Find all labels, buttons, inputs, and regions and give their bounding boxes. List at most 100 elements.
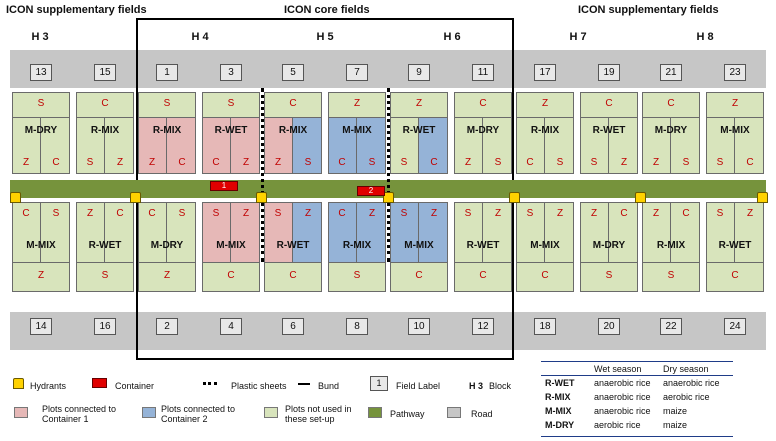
legend-container1-label: Plots connected to Container 1 xyxy=(42,404,117,424)
treatment-label: M-MIX xyxy=(342,125,372,136)
plot-cell-right xyxy=(40,117,70,174)
treatment-label: R-WET xyxy=(466,240,500,251)
treatment-label: M-DRY xyxy=(592,240,626,251)
plot-cell-right xyxy=(670,117,700,174)
legend-field-label-text: Field Label xyxy=(396,381,441,391)
crop-letter: Z xyxy=(556,208,564,219)
treatment-label: M-MIX xyxy=(26,240,56,251)
field-label-bottom: 6 xyxy=(282,318,304,335)
plot-bottom-strip xyxy=(516,262,574,292)
plot-bottom-strip xyxy=(328,262,386,292)
season-table-treatment: M-DRY xyxy=(545,420,575,430)
treatment-label: M-DRY xyxy=(654,125,688,136)
hydrant-icon xyxy=(635,192,646,203)
crop-letter: C xyxy=(227,270,235,281)
plot-cell-right xyxy=(356,117,386,174)
season-table-treatment: R-WET xyxy=(545,378,575,388)
crop-letter: Z xyxy=(304,208,312,219)
crop-letter: Z xyxy=(353,98,361,109)
crop-letter: S xyxy=(274,208,282,219)
plot-top-strip xyxy=(202,92,260,118)
legend-container-icon xyxy=(92,378,107,388)
crop-letter: Z xyxy=(242,157,250,168)
field-label-bottom: 22 xyxy=(660,318,682,335)
crop-letter: Z xyxy=(620,157,628,168)
crop-letter: C xyxy=(479,98,487,109)
plot-cell-left xyxy=(76,202,105,263)
crop-letter: C xyxy=(667,98,675,109)
crop-letter: Z xyxy=(541,98,549,109)
treatment-label: R-WET xyxy=(214,125,248,136)
season-table-treatment: M-MIX xyxy=(545,406,572,416)
crop-letter: Z xyxy=(163,270,171,281)
treatment-label: R-WET xyxy=(276,240,310,251)
crop-letter: S xyxy=(400,157,408,168)
crop-letter: S xyxy=(605,270,613,281)
crop-letter: S xyxy=(368,157,376,168)
crop-letter: S xyxy=(304,157,312,168)
plot-cell-right xyxy=(356,202,386,263)
crop-letter: S xyxy=(682,157,690,168)
field-label-top: 17 xyxy=(534,64,556,81)
field-label-top: 21 xyxy=(660,64,682,81)
plot-cell-right xyxy=(104,202,134,263)
plot-top-strip xyxy=(264,92,322,118)
season-table-cell: anaerobic rice xyxy=(594,392,651,402)
plot-cell-left xyxy=(390,117,419,174)
plot-top-strip xyxy=(390,92,448,118)
plot-bottom-strip xyxy=(580,262,638,292)
field-label-top: 1 xyxy=(156,64,178,81)
plastic-sheet-line xyxy=(261,88,264,262)
treatment-label: R-MIX xyxy=(90,125,120,136)
plot-cell-right xyxy=(104,117,134,174)
plot-top-strip xyxy=(12,92,70,118)
plot-cell-left xyxy=(642,202,671,263)
crop-letter: S xyxy=(464,208,472,219)
crop-letter: S xyxy=(716,157,724,168)
crop-letter: C xyxy=(479,270,487,281)
supplementary-right-header: ICON supplementary fields xyxy=(578,4,719,16)
field-label-top: 13 xyxy=(30,64,52,81)
crop-letter: Z xyxy=(494,208,502,219)
plot-cell-left xyxy=(706,117,735,174)
crop-letter: Z xyxy=(22,157,30,168)
supplementary-left-header: ICON supplementary fields xyxy=(6,4,147,16)
plot-cell-left xyxy=(454,117,483,174)
season-table-header-rule xyxy=(541,375,733,376)
plot-cell-right xyxy=(230,117,260,174)
plot-cell-right xyxy=(482,202,512,263)
crop-letter: C xyxy=(541,270,549,281)
plot-cell-right xyxy=(734,117,764,174)
plot-cell-right xyxy=(166,202,196,263)
treatment-label: M-MIX xyxy=(404,240,434,251)
treatment-label: M-MIX xyxy=(720,125,750,136)
plot-top-strip xyxy=(580,92,638,118)
season-table-cell: anaerobic rice xyxy=(594,378,651,388)
plot-cell-right xyxy=(608,117,638,174)
plot-cell-left xyxy=(706,202,735,263)
plot-top-strip xyxy=(138,92,196,118)
field-label-top: 9 xyxy=(408,64,430,81)
field-label-bottom: 4 xyxy=(220,318,242,335)
crop-letter: Z xyxy=(415,98,423,109)
field-label-bottom: 24 xyxy=(724,318,746,335)
hydrant-icon xyxy=(757,192,768,203)
crop-letter: Z xyxy=(590,208,598,219)
crop-letter: C xyxy=(289,270,297,281)
legend-block-code: H 3 xyxy=(469,381,484,391)
treatment-label: M-DRY xyxy=(24,125,58,136)
crop-letter: C xyxy=(178,157,186,168)
plot-cell-right xyxy=(40,202,70,263)
treatment-label: R-MIX xyxy=(530,125,560,136)
block-label-h5: H 5 xyxy=(316,31,334,43)
field-label-bottom: 10 xyxy=(408,318,430,335)
treatment-label: M-DRY xyxy=(150,240,184,251)
crop-letter: Z xyxy=(368,208,376,219)
plot-bottom-strip xyxy=(390,262,448,292)
plot-cell-right xyxy=(292,117,322,174)
legend-plastic-sheet-icon xyxy=(203,382,217,385)
crop-letter: C xyxy=(212,157,220,168)
crop-letter: C xyxy=(415,270,423,281)
crop-letter: C xyxy=(289,98,297,109)
crop-letter: Z xyxy=(652,157,660,168)
